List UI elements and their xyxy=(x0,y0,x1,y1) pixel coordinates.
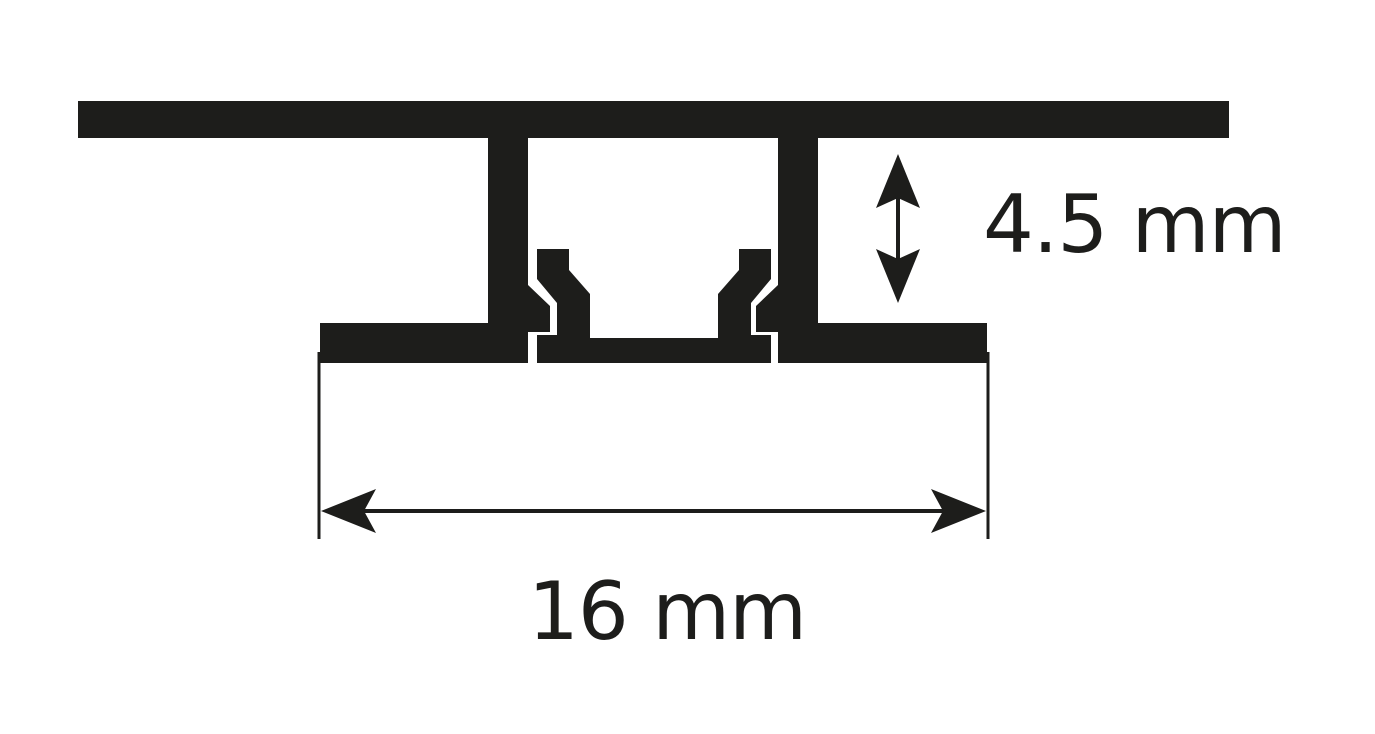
left-profile-wall xyxy=(320,138,550,363)
width-arrow-head-right xyxy=(931,489,986,533)
right-profile-wall xyxy=(756,138,987,363)
width-arrow-head-left xyxy=(321,489,376,533)
height-dimension-label: 4.5 mm xyxy=(983,178,1287,271)
height-arrow-head-top xyxy=(876,154,920,208)
top-plate xyxy=(78,101,1229,138)
width-dimension xyxy=(317,352,990,539)
width-dimension-label: 16 mm xyxy=(528,565,807,658)
height-dimension-arrow xyxy=(876,154,920,303)
height-arrow-head-bottom xyxy=(876,249,920,303)
profile-shapes xyxy=(78,101,1229,363)
inner-channel-insert xyxy=(537,249,771,363)
